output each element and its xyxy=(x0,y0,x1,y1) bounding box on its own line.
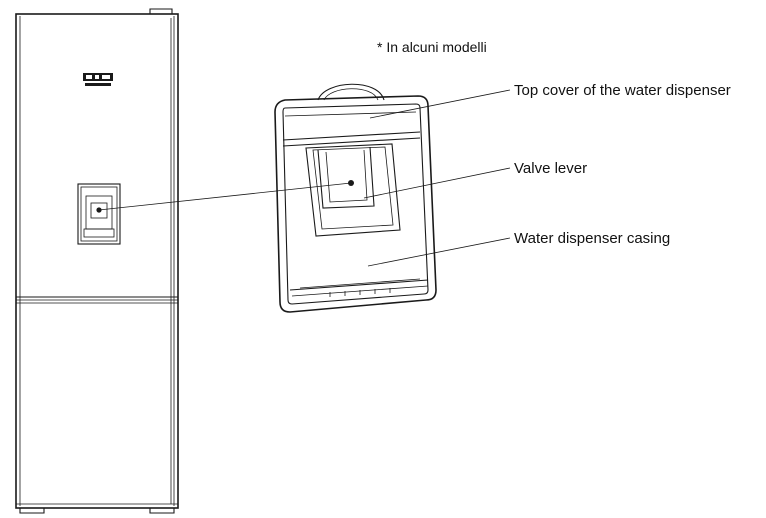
valve-lever-plate xyxy=(305,143,401,237)
door-dispenser-recess xyxy=(77,183,121,245)
leader-casing xyxy=(367,237,511,267)
leader-door-to-lever xyxy=(98,182,352,211)
dispenser-detail-drawing xyxy=(274,83,437,313)
label-water-dispenser-casing: Water dispenser casing xyxy=(514,230,670,247)
leader-valve-lever xyxy=(363,167,511,199)
refrigerator-drawing xyxy=(15,8,179,514)
fridge-cabinet xyxy=(15,13,179,509)
model-note: * In alcuni modelli xyxy=(377,39,487,55)
drip-tray-grille xyxy=(329,288,391,297)
label-valve-lever: Valve lever xyxy=(514,160,587,177)
casing-outline xyxy=(274,95,437,313)
label-top-cover: Top cover of the water dispenser xyxy=(514,82,731,99)
leader-lines xyxy=(98,89,511,267)
control-display xyxy=(83,73,113,86)
leader-top-cover xyxy=(369,89,511,119)
cover-handle xyxy=(317,83,385,101)
